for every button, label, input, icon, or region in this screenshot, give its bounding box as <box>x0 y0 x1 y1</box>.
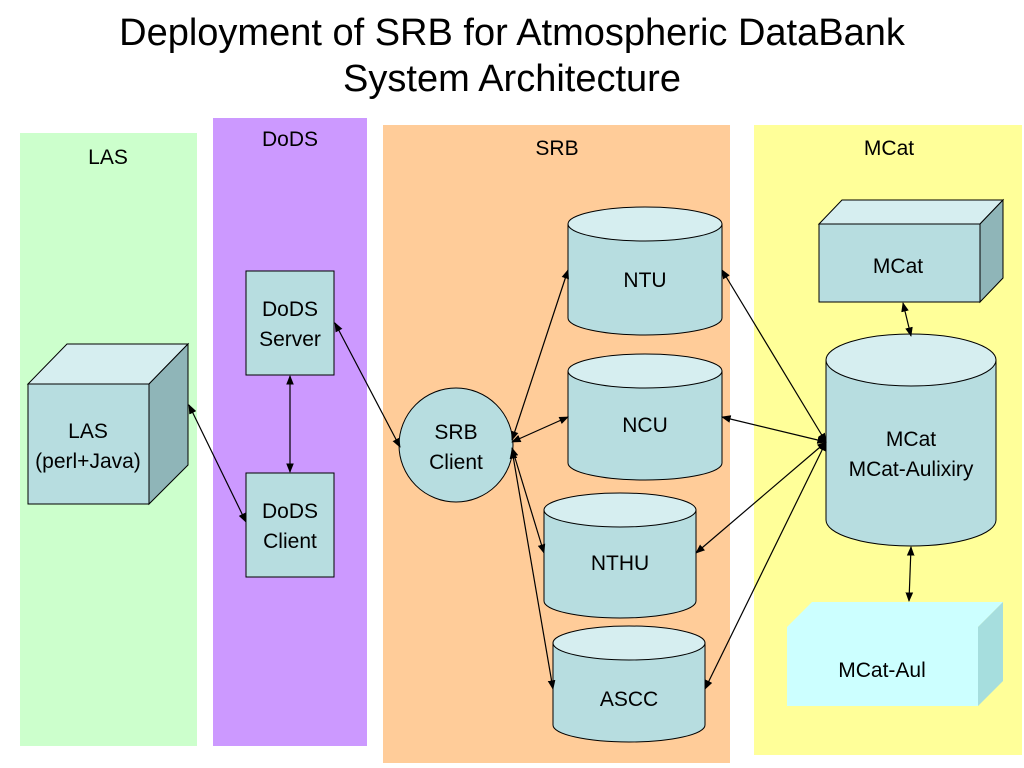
las-cube: LAS (perl+Java) <box>26 342 190 506</box>
las-cube-label-2: (perl+Java) <box>35 450 141 473</box>
ntu-database-cylinder: NTU <box>567 206 723 336</box>
connector-ncu-mcat-db <box>721 415 827 444</box>
connector-ascc-mcat-db <box>704 441 827 690</box>
mcat-db-label-1: MCat <box>886 428 936 451</box>
dods-band-label: DoDS <box>262 128 318 151</box>
dods-client-label-1: DoDS <box>262 500 318 523</box>
nthu-database-cylinder: NTHU <box>543 492 697 619</box>
dods-server-box: DoDS Server <box>245 270 335 376</box>
connector-srb-ncu <box>511 416 569 443</box>
srb-client-label-1: SRB <box>434 421 477 444</box>
connector-las-dods-client <box>188 404 247 523</box>
dods-server-label-2: Server <box>259 328 321 351</box>
las-cube-label-1: LAS <box>68 420 108 443</box>
mcat-band-label: MCat <box>864 137 914 160</box>
connector-srb-ntu <box>511 269 569 441</box>
connector-srb-ascc <box>509 449 556 690</box>
mcat-aul-label: MCat-Aul <box>838 659 926 682</box>
mcat-aul-box: MCat-Aul <box>787 602 1003 706</box>
connector-dods-server-srb-client <box>334 322 401 448</box>
dods-client-box: DoDS Client <box>245 472 335 578</box>
connector-mcat-db-aul <box>905 546 915 602</box>
srb-band-label: SRB <box>535 137 578 160</box>
ntu-label: NTU <box>623 269 666 292</box>
dods-client-label-2: Client <box>263 530 317 553</box>
mcat-box-label: MCat <box>873 255 923 278</box>
mcat-db-label-2: MCat-Aulixiry <box>849 458 974 481</box>
title-line-1: Deployment of SRB for Atmospheric DataBa… <box>119 12 905 54</box>
mcat-box: MCat <box>817 198 1005 304</box>
ncu-label: NCU <box>622 414 668 437</box>
connector-ntu-mcat-db <box>721 269 827 443</box>
dods-server-label-1: DoDS <box>262 298 318 321</box>
connector-mcat-box-db <box>901 302 913 337</box>
srb-client-node: SRB Client <box>398 387 514 503</box>
slide-title: Deployment of SRB for Atmospheric DataBa… <box>0 10 1024 102</box>
mcat-database-cylinder: MCat MCat-Aulixiry <box>825 333 997 547</box>
las-band-label: LAS <box>88 146 128 169</box>
ascc-label: ASCC <box>600 688 658 711</box>
ascc-database-cylinder: ASCC <box>552 625 706 743</box>
ncu-database-cylinder: NCU <box>567 353 723 481</box>
nthu-label: NTHU <box>591 552 649 575</box>
title-line-2: System Architecture <box>343 58 681 100</box>
srb-client-label-2: Client <box>429 451 483 474</box>
